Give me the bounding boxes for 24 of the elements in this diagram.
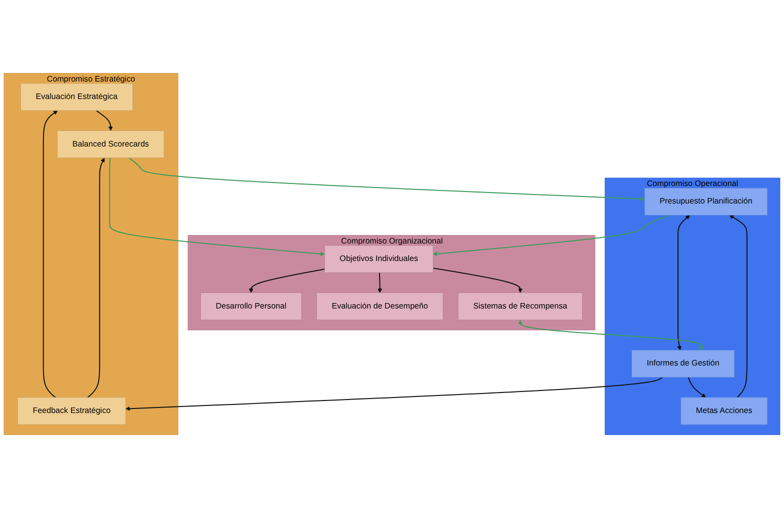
arrow bbox=[109, 158, 325, 256]
node-box: Balanced Scorecards bbox=[57, 130, 164, 158]
arrow bbox=[248, 268, 325, 293]
arrow bbox=[729, 215, 748, 398]
node-box: Presupuesto Planificación bbox=[644, 188, 768, 216]
arrow bbox=[128, 157, 645, 202]
arrow bbox=[126, 376, 663, 411]
node-box: Evaluación Estratégica bbox=[20, 83, 133, 111]
node-box: Desarrollo Personal bbox=[200, 292, 302, 320]
arrow bbox=[688, 377, 706, 398]
node-box: Metas Acciones bbox=[680, 397, 768, 425]
arrow bbox=[378, 272, 382, 293]
node-box: Evaluación de Desempeño bbox=[316, 292, 444, 320]
node-box: Objetivos Individuales bbox=[324, 245, 434, 273]
arrow bbox=[433, 268, 522, 293]
arrow bbox=[677, 215, 690, 350]
arrow bbox=[518, 320, 704, 350]
node-box: Informes de Gestión bbox=[631, 350, 735, 378]
arrow bbox=[96, 110, 113, 131]
node-box: Feedback Estratégico bbox=[17, 397, 126, 425]
arrow bbox=[87, 158, 105, 398]
arrow bbox=[42, 110, 58, 398]
arrow bbox=[432, 214, 670, 256]
node-box: Sistemas de Recompensa bbox=[458, 292, 583, 320]
